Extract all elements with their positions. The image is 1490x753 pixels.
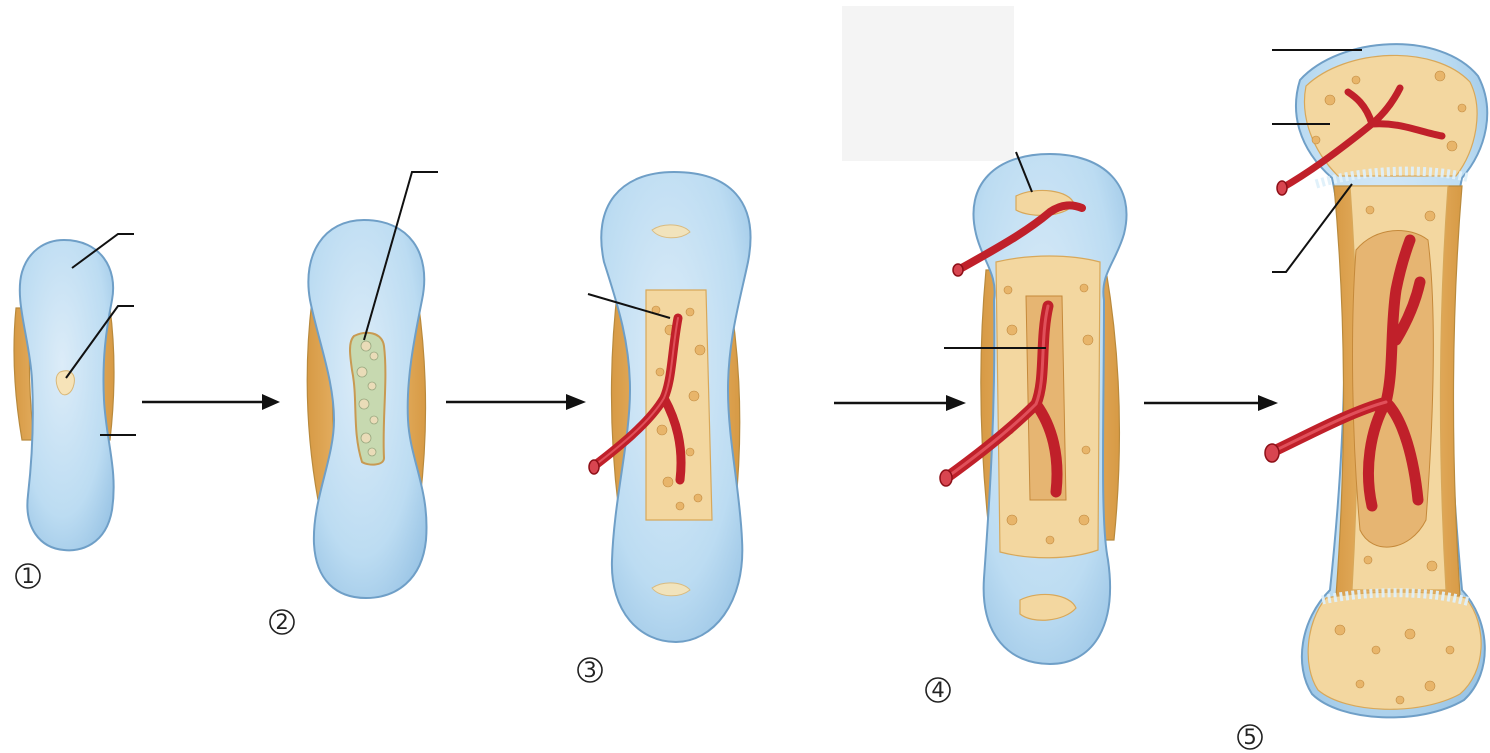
- step-5-number: 5: [1238, 725, 1262, 749]
- arrow-2: [446, 394, 586, 410]
- step-3-number: 3: [578, 658, 602, 682]
- svg-text:3: 3: [583, 658, 596, 682]
- stage-2-cartilage-model: [307, 220, 426, 598]
- stage-5-distal-epiphysis: [1308, 592, 1481, 709]
- blank-label-box: [842, 6, 1014, 161]
- stage-5-mature-bone: [1265, 44, 1487, 717]
- arrow-3: [834, 395, 966, 411]
- stage-4-bone-model: [940, 154, 1127, 664]
- step-4-number: 4: [926, 678, 950, 702]
- step-1-number: 1: [16, 564, 40, 588]
- arrow-1: [142, 394, 280, 410]
- stage-1-cartilage-model: [14, 240, 114, 550]
- arrow-4: [1144, 395, 1278, 411]
- svg-text:1: 1: [21, 564, 34, 588]
- stage-3-bone-model: [589, 172, 751, 642]
- step-2-number: 2: [270, 610, 294, 634]
- svg-text:4: 4: [931, 678, 944, 702]
- stage-1-hyaline-cartilage: [20, 240, 114, 550]
- svg-text:5: 5: [1243, 725, 1256, 749]
- svg-text:2: 2: [275, 610, 288, 634]
